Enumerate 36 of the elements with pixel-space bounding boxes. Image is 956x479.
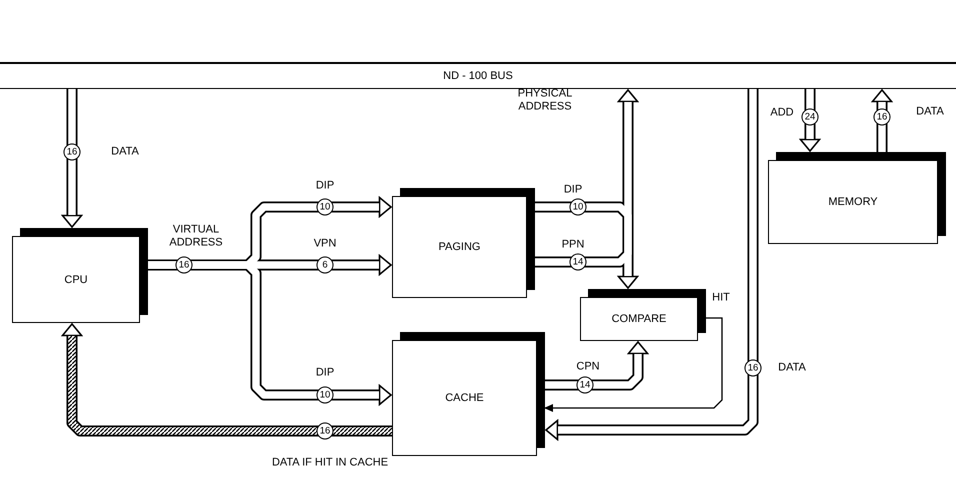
bit-width-label: 24 — [802, 108, 818, 126]
bit-width-label: 14 — [576, 376, 594, 394]
signal-label: DIP — [564, 184, 582, 196]
hatched-bus-arrow — [62, 323, 392, 436]
signal-label: CPN — [576, 360, 600, 374]
signal-label: ADD — [770, 106, 794, 120]
signal-label: DATA — [778, 362, 806, 374]
bit-width-label: 16 — [744, 360, 762, 376]
bus-arrow — [62, 89, 82, 228]
bus-arrow — [800, 89, 820, 152]
signal-label: VIRTUAL ADDRESS — [168, 223, 224, 249]
signal-label: PHYSICAL ADDRESS — [516, 87, 574, 113]
bit-width-label: 16 — [874, 108, 890, 126]
bit-width-label: 10 — [570, 198, 586, 216]
bit-width-label: 14 — [570, 254, 586, 270]
signal-label: DIP — [316, 180, 334, 192]
signal-arrow — [544, 317, 723, 412]
bus-arrow — [545, 89, 758, 440]
signal-label: DATA IF HIT IN CACHE — [270, 456, 390, 470]
signal-label: DATA — [916, 106, 944, 118]
bus-arrow — [535, 89, 638, 268]
bit-width-label: 10 — [316, 198, 334, 216]
signal-label: VPN — [314, 238, 336, 250]
signal-label: DIP — [316, 366, 334, 380]
bit-width-label: 16 — [316, 422, 334, 440]
signal-label: DATA — [111, 146, 139, 158]
signal-label: HIT — [712, 292, 730, 304]
bit-width-label: 16 — [176, 256, 192, 274]
bus-arrow — [535, 202, 638, 289]
system-bus-band: ND - 100 BUS — [0, 62, 956, 89]
bus-arrow — [545, 341, 648, 390]
bit-width-label: 6 — [316, 256, 334, 274]
bit-width-label: 16 — [64, 144, 80, 160]
signal-label: PPN — [562, 238, 584, 252]
bus-arrow — [872, 89, 892, 152]
bit-width-label: 10 — [316, 386, 334, 404]
